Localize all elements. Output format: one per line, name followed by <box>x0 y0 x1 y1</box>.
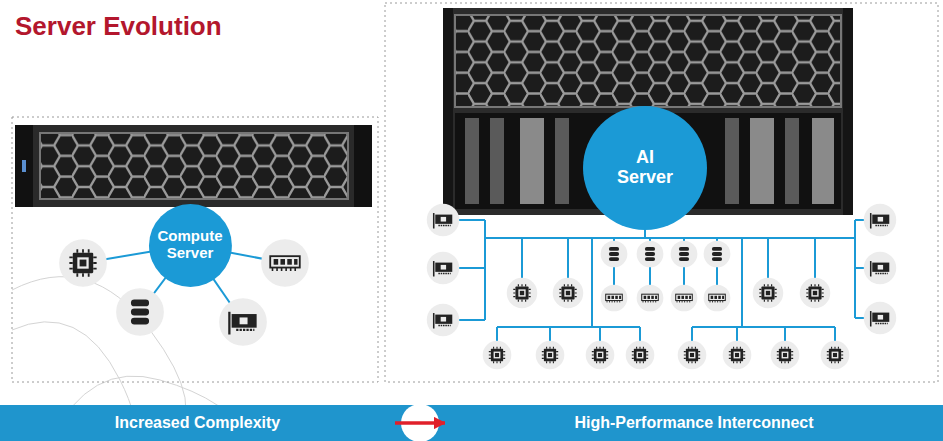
card-slot <box>555 118 569 204</box>
disk-icon <box>671 241 698 268</box>
card-slot <box>725 118 739 204</box>
wire <box>614 238 717 298</box>
nic-icon <box>219 298 267 346</box>
node-label: AI Server <box>610 148 680 188</box>
disk-icon <box>116 288 164 336</box>
disk-icon <box>601 241 628 268</box>
circle-fill <box>583 106 707 230</box>
chassis-ear <box>443 8 453 215</box>
cpu-icon <box>800 278 831 309</box>
memory-icon <box>601 285 628 312</box>
wire <box>485 237 855 239</box>
node-label: High-Performance Interconnect <box>574 414 813 432</box>
memory-icon <box>637 285 664 312</box>
compute-circle: Compute Server <box>149 204 232 287</box>
ai-circle: AI Server <box>583 106 707 230</box>
cpu-icon <box>753 278 784 309</box>
cpu-icon <box>678 341 707 370</box>
cpu-icon <box>507 278 538 309</box>
cpu-icon <box>59 239 107 287</box>
nic-icon <box>864 252 896 284</box>
card-slot <box>465 118 479 204</box>
nic-icon <box>864 204 896 236</box>
chassis-ear <box>354 125 372 207</box>
cpu-icon <box>536 341 565 370</box>
bezel-mesh <box>455 15 841 107</box>
node-label: Increased Complexity <box>115 414 280 432</box>
node-label: Compute Server <box>154 228 226 261</box>
nic-icon <box>864 302 896 334</box>
band-strip <box>0 405 943 441</box>
chassis-ear <box>15 125 33 207</box>
disk-icon <box>637 241 664 268</box>
status-light <box>22 160 26 172</box>
chassis <box>15 125 372 207</box>
compute-server-picture <box>15 125 372 207</box>
nic-icon <box>427 204 459 236</box>
cpu-icon <box>723 341 752 370</box>
cpu-icon <box>626 341 655 370</box>
card-slot <box>812 118 834 204</box>
band-box: High-Performance Interconnect <box>445 405 943 441</box>
card-slot <box>490 118 504 204</box>
card-slot <box>785 118 799 204</box>
memory-icon <box>671 285 698 312</box>
chassis-ear <box>843 8 853 215</box>
circle-fill <box>149 204 232 287</box>
nic-icon <box>427 304 459 336</box>
disk-icon <box>704 241 731 268</box>
card-slot <box>520 118 544 204</box>
cpu-icon <box>586 341 615 370</box>
card-slot <box>750 118 774 204</box>
cpu-icon <box>771 341 800 370</box>
memory-icon <box>261 239 309 287</box>
cpu-icon <box>483 341 512 370</box>
cpu-icon <box>553 278 584 309</box>
wire <box>497 238 640 355</box>
memory-icon <box>704 285 731 312</box>
panel-outline <box>12 117 378 382</box>
diagram-title: Server Evolution <box>15 11 222 42</box>
wire <box>692 238 835 355</box>
bezel-mesh <box>40 133 348 199</box>
arrow-connector <box>395 421 445 425</box>
nic-icon <box>427 252 459 284</box>
band-box: Increased Complexity <box>0 405 395 441</box>
cpu-icon <box>821 341 850 370</box>
panel-outline <box>385 3 938 382</box>
